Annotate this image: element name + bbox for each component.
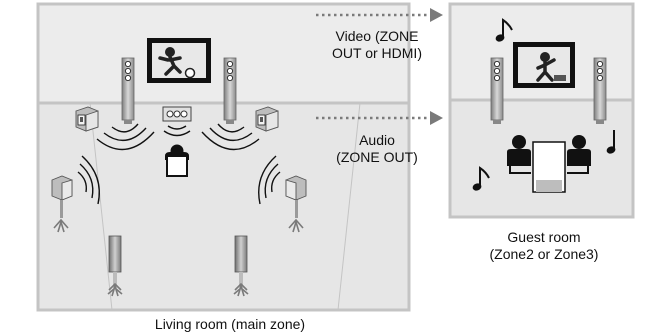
sound-waves-front-right	[201, 123, 260, 151]
guest-room-label-line2: (Zone2 or Zone3)	[489, 246, 599, 262]
sound-waves-front-left	[96, 123, 155, 151]
coffee-table	[532, 141, 566, 193]
surround-back-right-speaker-icon	[255, 106, 279, 132]
tv-icon	[147, 38, 211, 83]
guest-listener-left-icon	[507, 135, 531, 174]
guest-room-label-line1: Guest room	[507, 229, 581, 245]
surround-left-speaker-icon	[51, 175, 73, 233]
surround-right-speaker-icon	[285, 175, 307, 233]
sound-waves-right	[258, 155, 281, 205]
music-note-icon-3	[472, 166, 490, 191]
video-arrow-icon	[316, 8, 443, 22]
video-label-line1: Video (ZONE	[335, 28, 419, 44]
music-note-icon-2	[606, 130, 616, 154]
guest-left-speaker-icon	[490, 57, 504, 125]
audio-label-line1: Audio	[359, 132, 395, 148]
audio-arrow-icon	[316, 111, 443, 125]
sound-waves-left	[77, 155, 100, 205]
front-right-speaker-icon	[223, 57, 237, 125]
music-note-icon	[495, 18, 513, 42]
living-room-label: Living room (main zone)	[154, 316, 306, 332]
guest-right-speaker-icon	[593, 57, 607, 125]
guest-tv-icon	[513, 42, 575, 88]
guest-listener-right-icon	[567, 135, 591, 174]
sound-waves-center	[163, 125, 191, 137]
audio-label-line2: (ZONE OUT)	[336, 149, 418, 165]
guest-room-label: Guest room (Zone2 or Zone3)	[482, 229, 606, 263]
video-label: Video (ZONE OUT or HDMI)	[322, 28, 432, 62]
video-label-line2: OUT or HDMI)	[332, 45, 422, 61]
front-left-speaker-icon	[121, 57, 135, 125]
surround-back-left-speaker-icon	[75, 106, 99, 132]
center-speaker-icon	[162, 106, 192, 122]
audio-label: Audio (ZONE OUT)	[322, 132, 432, 166]
